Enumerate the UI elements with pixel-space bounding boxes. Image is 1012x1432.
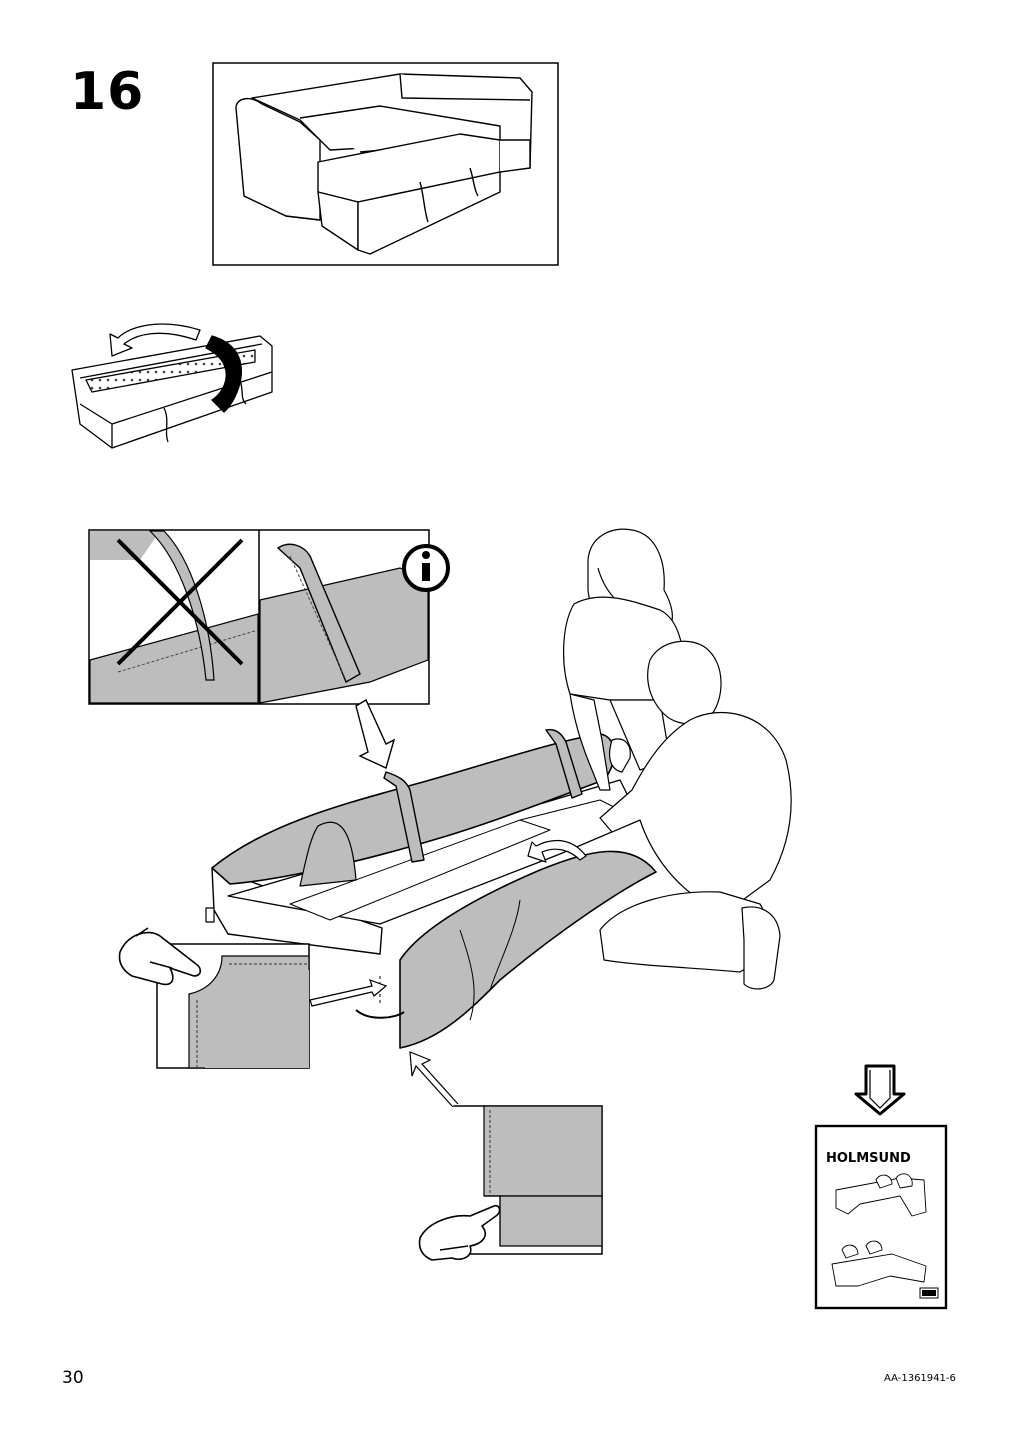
down-arrow-icon — [854, 1064, 906, 1116]
holmsund-booklet — [814, 1124, 948, 1310]
people-illustration — [563, 528, 792, 990]
sofa-bed-main — [205, 728, 657, 1049]
pointing-hand-icon — [418, 1204, 501, 1261]
strap-detail-frames — [88, 529, 450, 705]
sofa-overview-frame — [212, 62, 559, 266]
seam-detail-bottom — [409, 1051, 603, 1255]
booklet-title: HOLMSUND — [826, 1151, 911, 1166]
pointing-hand-icon — [118, 927, 202, 986]
step-number: 16 — [70, 62, 145, 122]
rotate-mattress-illustration — [71, 323, 273, 449]
cross-icon — [116, 538, 244, 666]
info-icon — [402, 544, 450, 592]
page-number: 30 — [62, 1368, 84, 1388]
document-code: AA-1361941-6 — [884, 1373, 956, 1384]
